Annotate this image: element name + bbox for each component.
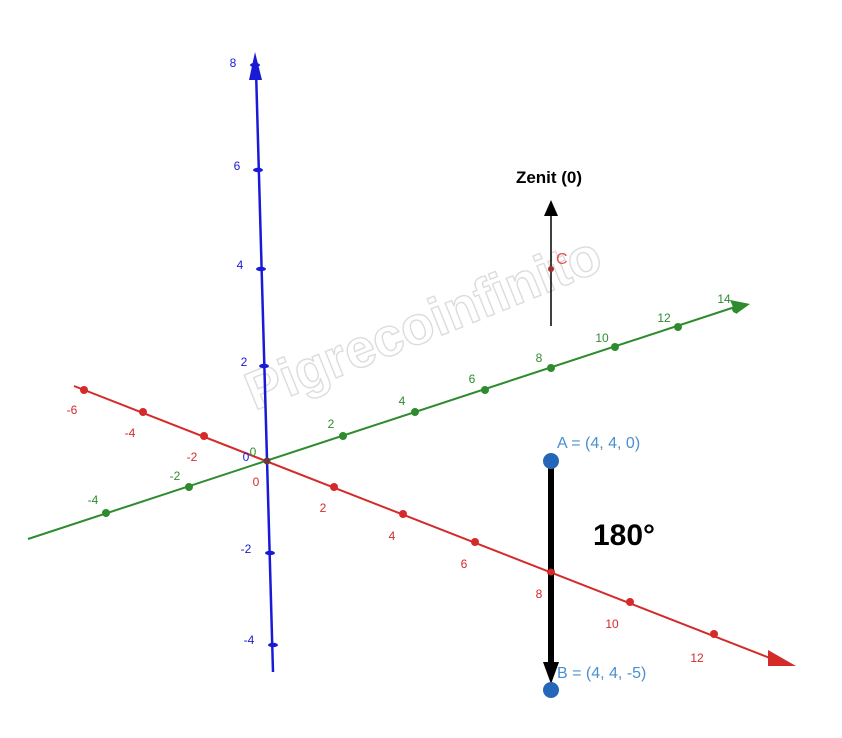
angle-label: 180° bbox=[593, 519, 655, 552]
x-axis: -6 -4 -2 0 2 4 6 8 10 12 bbox=[67, 385, 796, 666]
y-axis-tick bbox=[732, 305, 740, 313]
z-axis: -4 -2 0 2 4 6 8 bbox=[230, 52, 278, 673]
x-axis-tick-label: 4 bbox=[389, 529, 396, 543]
y-axis-tick-label: -2 bbox=[170, 469, 181, 483]
z-axis-tick bbox=[250, 62, 260, 68]
y-axis-tick bbox=[411, 408, 419, 416]
z-axis-tick bbox=[253, 167, 263, 173]
z-axis-tick bbox=[265, 550, 275, 556]
x-axis-tick bbox=[139, 408, 147, 416]
z-axis-tick-label: 2 bbox=[241, 355, 248, 369]
z-axis-tick-label: 8 bbox=[230, 56, 237, 70]
y-axis-tick-label: 8 bbox=[536, 351, 543, 365]
z-axis-tick-label: -4 bbox=[244, 633, 255, 647]
z-axis-tick bbox=[256, 266, 266, 272]
y-axis-tick bbox=[339, 432, 347, 440]
x-axis-tick-label: 8 bbox=[536, 587, 543, 601]
y-axis-tick bbox=[481, 386, 489, 394]
y-axis-tick-label: 4 bbox=[399, 394, 406, 408]
x-axis-arrowhead bbox=[768, 650, 796, 666]
y-axis-tick-label: 10 bbox=[595, 331, 609, 345]
x-axis-tick-label: -2 bbox=[187, 450, 198, 464]
x-axis-tick bbox=[710, 630, 718, 638]
vector-ab: A = (4, 4, 0) B = (4, 4, -5) 180° bbox=[543, 435, 655, 698]
y-axis-tick-label: 12 bbox=[657, 311, 671, 325]
point-b bbox=[543, 682, 559, 698]
y-axis-tick bbox=[102, 509, 110, 517]
y-axis-tick-label: 6 bbox=[469, 372, 476, 386]
x-axis-tick-label: 0 bbox=[253, 475, 260, 489]
y-axis-tick bbox=[185, 483, 193, 491]
y-axis-tick bbox=[547, 364, 555, 372]
z-axis-tick-label: 6 bbox=[234, 159, 241, 173]
point-b-label: B = (4, 4, -5) bbox=[557, 665, 646, 682]
point-c-label: C bbox=[556, 251, 568, 268]
y-axis-tick bbox=[611, 343, 619, 351]
x-axis-tick bbox=[471, 538, 479, 546]
x-axis-intersection-point bbox=[547, 568, 555, 576]
z-axis-tick-label: 0 bbox=[243, 450, 250, 464]
y-axis-tick-label: -4 bbox=[88, 493, 99, 507]
y-axis-tick bbox=[674, 323, 682, 331]
x-axis-tick-label: 6 bbox=[461, 557, 468, 571]
point-a-label: A = (4, 4, 0) bbox=[557, 435, 640, 452]
watermark-text: Pigrecoinfinito bbox=[237, 225, 610, 422]
z-axis-tick bbox=[268, 642, 278, 648]
point-c bbox=[548, 266, 554, 272]
x-axis-tick bbox=[399, 510, 407, 518]
y-axis-tick-label: 14 bbox=[717, 292, 731, 306]
y-axis-tick-label: 2 bbox=[328, 417, 335, 431]
zenit-vector: C Zenit (0) bbox=[516, 168, 582, 326]
y-axis-tick-label: 0 bbox=[250, 445, 257, 459]
y-axis: -4 -2 0 2 4 6 8 10 12 14 bbox=[27, 292, 750, 540]
x-axis-tick-label: 12 bbox=[690, 651, 704, 665]
origin-point bbox=[263, 457, 271, 465]
zenit-label: Zenit (0) bbox=[516, 168, 582, 187]
x-axis-tick bbox=[80, 386, 88, 394]
x-axis-tick-label: -6 bbox=[67, 403, 78, 417]
z-axis-tick bbox=[259, 363, 269, 369]
x-axis-tick bbox=[626, 598, 634, 606]
zenit-arrowhead bbox=[544, 200, 558, 216]
vector-ab-arrowhead bbox=[543, 662, 559, 684]
x-axis-tick-label: -4 bbox=[125, 426, 136, 440]
x-axis-tick-label: 2 bbox=[320, 501, 327, 515]
point-a bbox=[543, 453, 559, 469]
x-axis-tick bbox=[200, 432, 208, 440]
z-axis-tick-label: 4 bbox=[237, 258, 244, 272]
z-axis-tick-label: -2 bbox=[241, 542, 252, 556]
x-axis-tick bbox=[330, 483, 338, 491]
x-axis-tick-label: 10 bbox=[605, 617, 619, 631]
